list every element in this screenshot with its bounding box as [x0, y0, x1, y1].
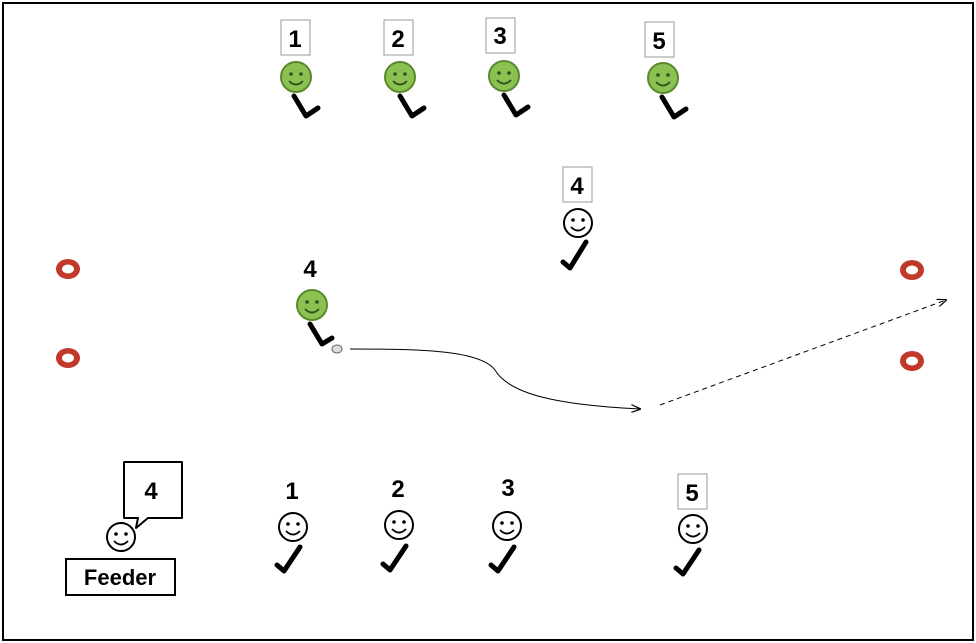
left-goal-cones: [56, 259, 80, 368]
smiley-face-icon: [106, 522, 136, 552]
top-player-4: 4: [296, 256, 343, 354]
smiley-face-icon: [678, 514, 708, 544]
smiley-face-icon: [278, 512, 308, 542]
bottom-player-3: 3: [488, 475, 522, 574]
smiley-face-icon: [296, 289, 328, 321]
top-player-1: 1: [280, 19, 321, 119]
number-box: [383, 19, 414, 56]
number-box: [562, 166, 593, 203]
smiley-face-icon: [384, 510, 414, 540]
player-number: 1: [288, 26, 301, 53]
smiley-face-icon: [647, 62, 679, 94]
hockey-stick-icon: [307, 321, 335, 347]
smiley-face-icon: [488, 60, 520, 92]
bottom-player-4: 4: [560, 166, 593, 271]
hockey-stick-icon: [501, 92, 531, 118]
top-player-3: 3: [485, 17, 531, 118]
player-number: 3: [493, 23, 506, 50]
top-team: 1 2 3: [280, 17, 689, 354]
player-number: 3: [501, 475, 514, 502]
player-number: 4: [570, 173, 584, 200]
speech-bubble: [123, 461, 183, 529]
bottom-player-2: 2: [380, 476, 414, 573]
top-player-2: 2: [383, 19, 427, 119]
callout-number: 4: [144, 478, 158, 505]
puck-icon: [331, 344, 343, 354]
player-number: 1: [285, 478, 298, 505]
number-box: [280, 19, 311, 56]
hockey-stick-icon: [274, 544, 303, 574]
hockey-stick-icon: [291, 93, 321, 119]
number-box: [485, 17, 516, 54]
bottom-player-1: 1: [274, 478, 308, 574]
number-box: [644, 21, 675, 58]
pass-path-arrow: [659, 300, 946, 406]
hockey-stick-icon: [560, 239, 589, 271]
ring-cone-icon: [56, 348, 80, 368]
smiley-face-icon: [384, 61, 416, 93]
number-box: [677, 473, 708, 510]
player-number: 2: [391, 26, 404, 53]
smiley-face-icon: [492, 511, 522, 541]
ring-cone-icon: [900, 351, 924, 371]
hockey-stick-icon: [397, 93, 427, 119]
smiley-face-icon: [563, 208, 593, 238]
hockey-stick-icon: [488, 544, 517, 574]
bottom-player-5: 5: [673, 473, 708, 577]
player-number: 5: [685, 480, 698, 507]
bottom-team: 4 1 2: [274, 166, 708, 577]
smiley-face-icon: [280, 61, 312, 93]
ring-cone-icon: [56, 259, 80, 279]
player-number: 2: [391, 476, 404, 503]
ring-cone-icon: [900, 260, 924, 280]
hockey-stick-icon: [380, 543, 409, 573]
hockey-stick-icon: [659, 94, 689, 120]
top-player-5: 5: [644, 21, 689, 120]
feeder-label: Feeder: [84, 565, 157, 590]
right-goal-cones: [900, 260, 924, 371]
player-number: 5: [652, 28, 665, 55]
skate-path-arrow: [349, 348, 640, 409]
feeder: 4 Feeder: [65, 461, 183, 596]
hockey-stick-icon: [673, 547, 702, 577]
feeder-label-box: [65, 558, 176, 596]
player-number: 4: [303, 256, 317, 283]
